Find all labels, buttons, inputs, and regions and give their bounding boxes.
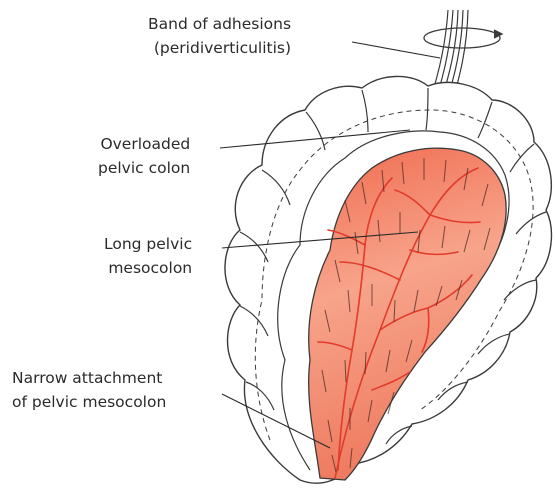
label-adhesions: Band of adhesions (peridiverticulitis) [148,12,291,60]
label-attachment-line2: of pelvic mesocolon [12,390,166,414]
label-overloaded-line1: Overloaded [98,132,190,156]
label-mesocolon: Long pelvic mesocolon [104,232,192,280]
leader-adhesions [352,42,440,58]
label-mesocolon-line2: mesocolon [104,256,192,280]
label-adhesions-line1: Band of adhesions [148,12,291,36]
label-attachment: Narrow attachment of pelvic mesocolon [12,366,166,414]
label-overloaded-line2: pelvic colon [98,156,190,180]
label-attachment-line1: Narrow attachment [12,366,166,390]
twist-arrow-icon [424,28,502,48]
label-adhesions-line2: (peridiverticulitis) [148,36,291,60]
label-overloaded: Overloaded pelvic colon [98,132,190,180]
label-mesocolon-line1: Long pelvic [104,232,192,256]
